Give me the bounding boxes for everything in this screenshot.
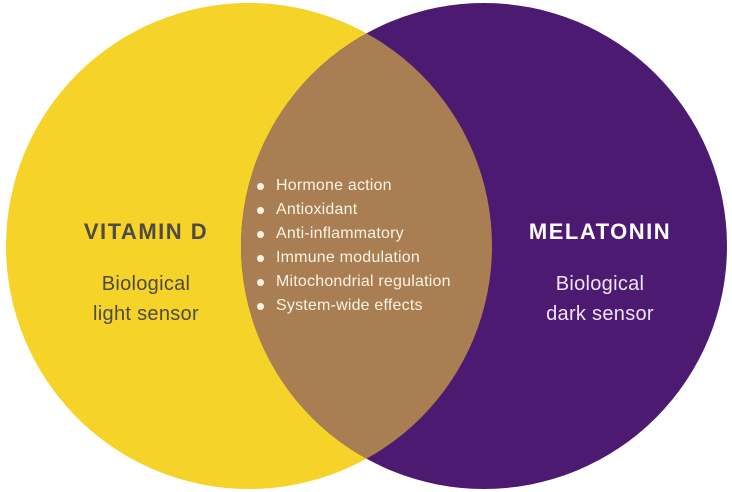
list-item-label: System-wide effects	[276, 297, 423, 314]
overlap-properties-list: Hormone action Antioxidant Anti-inflamma…	[257, 174, 451, 318]
list-item-label: Antioxidant	[276, 201, 358, 218]
list-item-label: Hormone action	[276, 177, 392, 194]
overlap-region	[241, 3, 492, 489]
list-item: Anti-inflammatory	[257, 222, 451, 246]
melatonin-subheading: Biological dark sensor	[480, 269, 720, 329]
bullet-icon	[257, 278, 264, 286]
list-item-label: Anti-inflammatory	[276, 225, 404, 242]
vitamin-d-subheading-line2: light sensor	[93, 303, 199, 325]
melatonin-label-block: MELATONIN Biological dark sensor	[480, 219, 720, 329]
vitamin-d-heading: VITAMIN D	[83, 219, 209, 244]
melatonin-subheading-line2: dark sensor	[546, 303, 654, 325]
vitamin-d-subheading-line1: Biological	[101, 273, 191, 295]
vitamin-d-label-block: VITAMIN D Biological light sensor	[26, 219, 266, 329]
bullet-icon	[257, 206, 264, 214]
list-item: Mitochondrial regulation	[257, 270, 451, 294]
bullet-icon	[257, 254, 264, 262]
bullet-icon	[257, 230, 264, 238]
bullet-icon	[257, 302, 264, 310]
list-item: Hormone action	[257, 174, 451, 198]
vitamin-d-subheading: Biological light sensor	[26, 269, 266, 329]
list-item: Immune modulation	[257, 246, 451, 270]
list-item: Antioxidant	[257, 198, 451, 222]
melatonin-subheading-line1: Biological	[555, 273, 645, 295]
list-item: System-wide effects	[257, 294, 451, 318]
list-item-label: Mitochondrial regulation	[276, 273, 451, 290]
bullet-icon	[257, 182, 264, 190]
melatonin-heading: MELATONIN	[528, 219, 672, 244]
list-item-label: Immune modulation	[276, 249, 420, 266]
